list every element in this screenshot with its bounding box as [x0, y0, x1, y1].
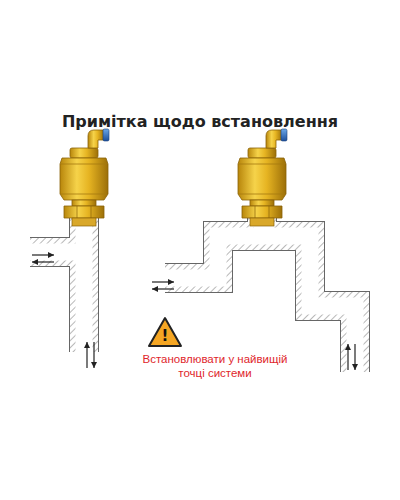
warning-mark: ! — [157, 327, 173, 345]
install-note: Встановлювати у найвищій точці системи — [140, 352, 290, 380]
title: Примітка щодо встановлення — [0, 112, 400, 131]
warning-triangle — [149, 318, 181, 346]
